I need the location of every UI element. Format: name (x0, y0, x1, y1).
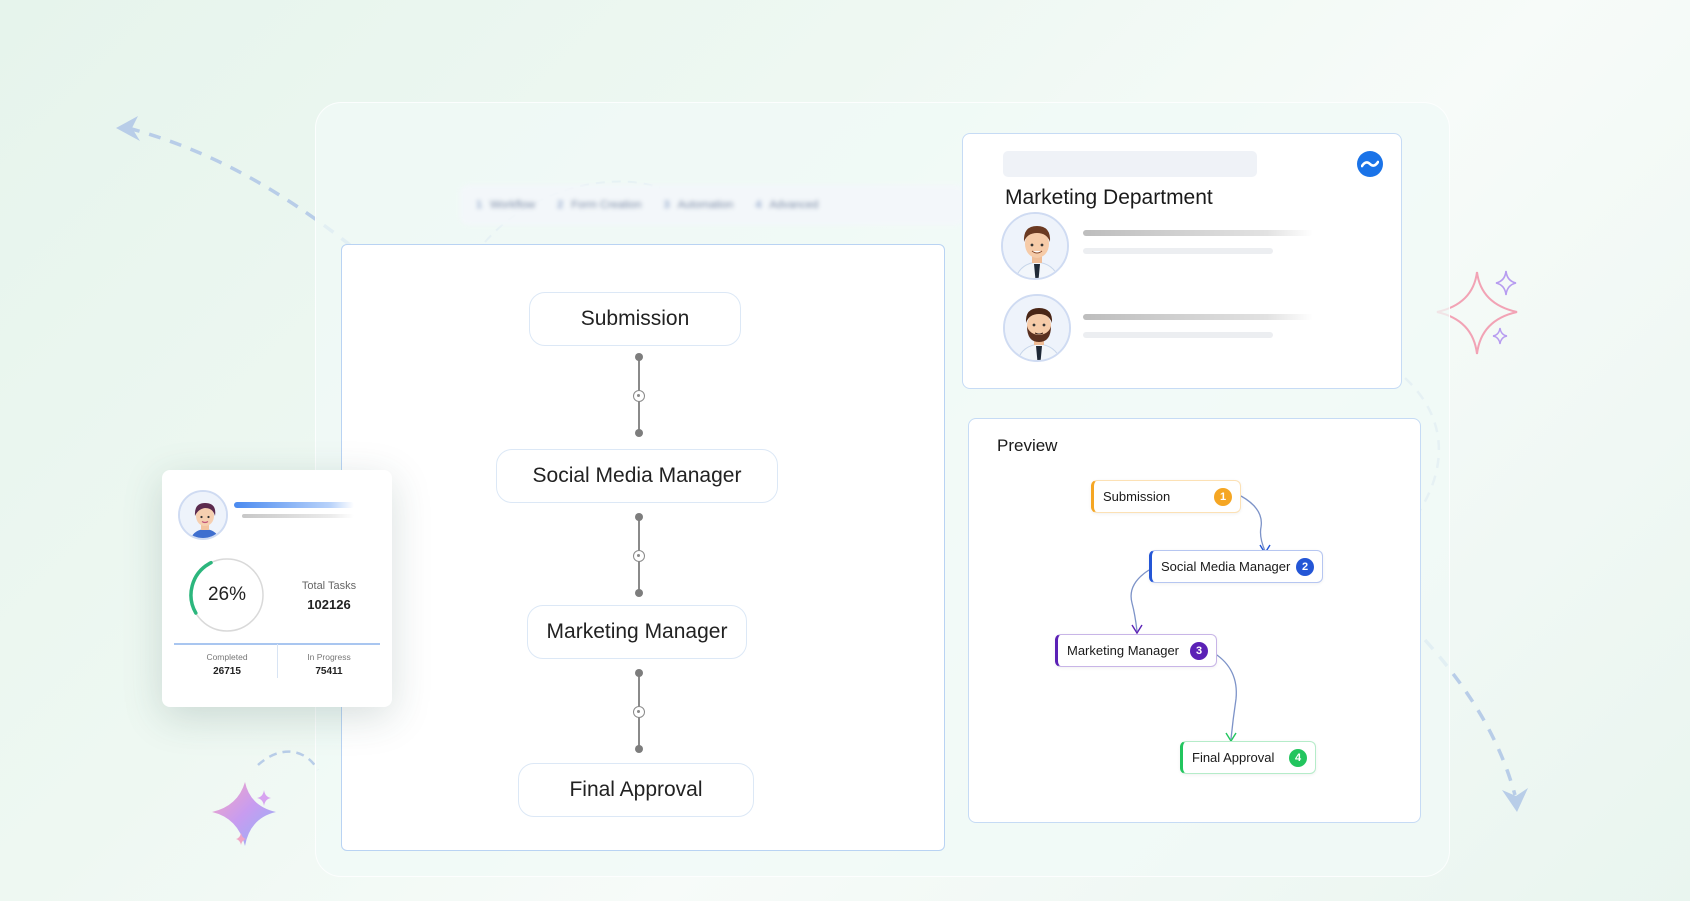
preview-title: Preview (997, 436, 1058, 455)
step-badge: 4 (1289, 748, 1307, 767)
step-number: 4 (755, 199, 762, 211)
step-number: 2 (557, 199, 564, 211)
stepper-step[interactable]: 4 Advanced (755, 199, 818, 211)
add-step-icon[interactable] (633, 390, 645, 402)
preview-node-marketing-manager[interactable]: Marketing Manager 3 (1055, 634, 1217, 667)
step-number: 1 (476, 199, 483, 211)
total-tasks-value: 102126 (307, 597, 351, 612)
dashed-arc-bottom-left (257, 750, 320, 771)
divider (174, 643, 380, 645)
preview-card: Preview Submission 1 Social Media Manage… (968, 418, 1421, 823)
arrowhead-top-left (116, 116, 140, 141)
preview-node-label: Marketing Manager (1067, 643, 1179, 658)
subtitle-placeholder-bar (242, 514, 354, 518)
divider (277, 644, 278, 678)
member-name-placeholder (1083, 230, 1313, 236)
in-progress-value: 75411 (315, 666, 343, 677)
member-avatar[interactable] (1001, 212, 1069, 280)
preview-node-final-approval[interactable]: Final Approval 4 (1180, 741, 1316, 774)
preview-node-submission[interactable]: Submission 1 (1091, 480, 1241, 513)
stepper-step[interactable]: 2 Form Creation (557, 199, 641, 211)
task-stats-card: 26% Total Tasks 102126 Completed 26715 I… (162, 470, 392, 707)
woman-avatar-icon (180, 492, 226, 538)
completed-value: 26715 (213, 666, 241, 677)
member-role-placeholder (1083, 248, 1273, 254)
progress-percent: 26% (207, 584, 247, 605)
workflow-builder-card: Submission Social Media Manager Marketin… (341, 244, 945, 851)
step-badge: 1 (1214, 487, 1232, 506)
name-placeholder-bar (234, 502, 354, 508)
member-role-placeholder (1083, 332, 1273, 338)
stepper-step[interactable]: 1 Workflow (476, 199, 535, 211)
step-label: Advanced (769, 199, 819, 211)
step-badge: 3 (1190, 641, 1208, 660)
stepper-step[interactable]: 3 Automation (664, 199, 734, 211)
preview-node-social-media-manager[interactable]: Social Media Manager 2 (1149, 550, 1323, 583)
sparkle-filled-icon (212, 782, 276, 846)
workflow-connector (633, 669, 645, 753)
member-avatar[interactable] (1003, 294, 1071, 362)
add-step-icon[interactable] (633, 706, 645, 718)
bearded-man-avatar-icon (1005, 296, 1069, 360)
workflow-connector (633, 353, 645, 437)
wizard-stepper: 1 Workflow 2 Form Creation 3 Automation 4 Ad… (460, 185, 965, 225)
workflow-node-marketing-manager[interactable]: Marketing Manager (527, 605, 747, 659)
step-label: Form Creation (571, 199, 642, 211)
progress-ring (189, 557, 265, 633)
step-label: Automation (677, 199, 734, 211)
arrowhead-bottom-right (1502, 788, 1528, 812)
total-tasks-label: Total Tasks (301, 580, 357, 592)
step-label: Workflow (490, 199, 536, 211)
wave-logo-icon (1357, 151, 1383, 177)
preview-node-label: Submission (1103, 489, 1171, 504)
search-placeholder-bar[interactable] (1003, 151, 1257, 177)
preview-connectors (1130, 495, 1271, 743)
man-avatar-icon (1003, 214, 1067, 278)
workflow-node-submission[interactable]: Submission (529, 292, 741, 346)
workflow-connector (633, 513, 645, 597)
preview-node-label: Social Media Manager (1161, 559, 1291, 574)
step-number: 3 (663, 199, 670, 211)
preview-node-label: Final Approval (1192, 750, 1275, 765)
department-title: Marketing Department (1005, 186, 1213, 209)
workflow-node-final-approval[interactable]: Final Approval (518, 763, 754, 817)
completed-label: Completed (206, 652, 248, 662)
workflow-node-social-media-manager[interactable]: Social Media Manager (496, 449, 778, 503)
user-avatar (178, 490, 228, 540)
member-name-placeholder (1083, 314, 1313, 320)
step-badge: 2 (1296, 557, 1314, 576)
in-progress-label: In Progress (307, 652, 351, 662)
department-card: Marketing Department (962, 133, 1402, 389)
add-step-icon[interactable] (633, 550, 645, 562)
